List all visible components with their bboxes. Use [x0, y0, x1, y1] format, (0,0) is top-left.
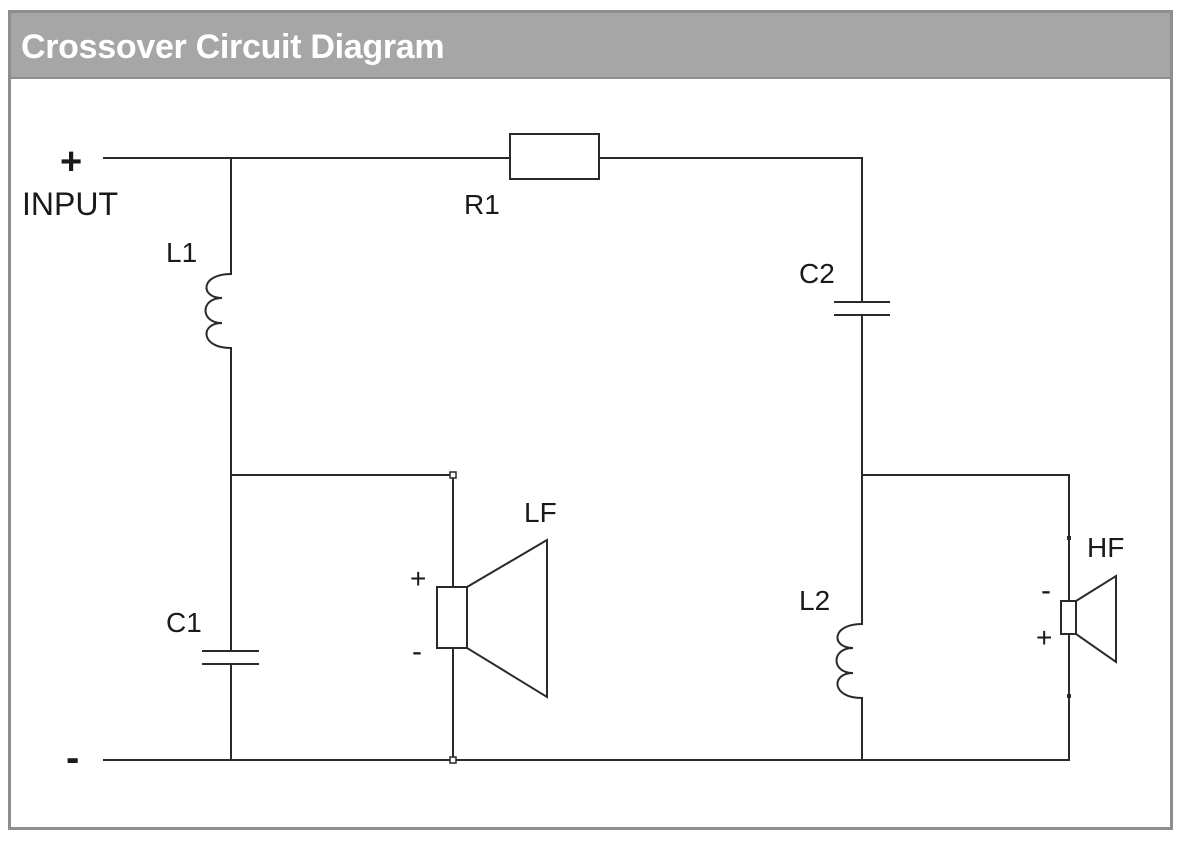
lf-plus-label: +: [410, 563, 426, 594]
l1-label: L1: [166, 237, 197, 268]
r1-label: R1: [464, 189, 500, 220]
hf-speaker-magnet: [1060, 600, 1077, 635]
diagram-frame: Crossover Circuit Diagram: [8, 10, 1173, 830]
hf-plus-label: +: [1036, 622, 1052, 653]
lf-speaker-cone: [466, 538, 548, 699]
input-plus-label: +: [60, 141, 82, 183]
resistor-r1: [509, 133, 600, 180]
title-bar: Crossover Circuit Diagram: [11, 13, 1170, 79]
hf-minus-label: -: [1041, 574, 1051, 607]
input-label: INPUT: [22, 186, 118, 222]
diagram-title: Crossover Circuit Diagram: [21, 28, 445, 66]
c1-label: C1: [166, 607, 202, 638]
inductor-l2: [835, 622, 864, 700]
hf-terminal-top: [1067, 536, 1071, 540]
lf-terminal-bottom: [449, 756, 457, 764]
hf-label: HF: [1087, 532, 1124, 563]
input-minus-label: -: [66, 736, 79, 780]
lf-label: LF: [524, 497, 557, 528]
c2-label: C2: [799, 258, 835, 289]
lf-speaker-magnet: [436, 586, 468, 649]
hf-speaker-cone: [1075, 574, 1117, 664]
inductor-l1: [204, 272, 233, 350]
l2-label: L2: [799, 585, 830, 616]
lf-minus-label: -: [412, 635, 422, 668]
lf-terminal-top: [449, 471, 457, 479]
hf-terminal-bottom: [1067, 694, 1071, 698]
